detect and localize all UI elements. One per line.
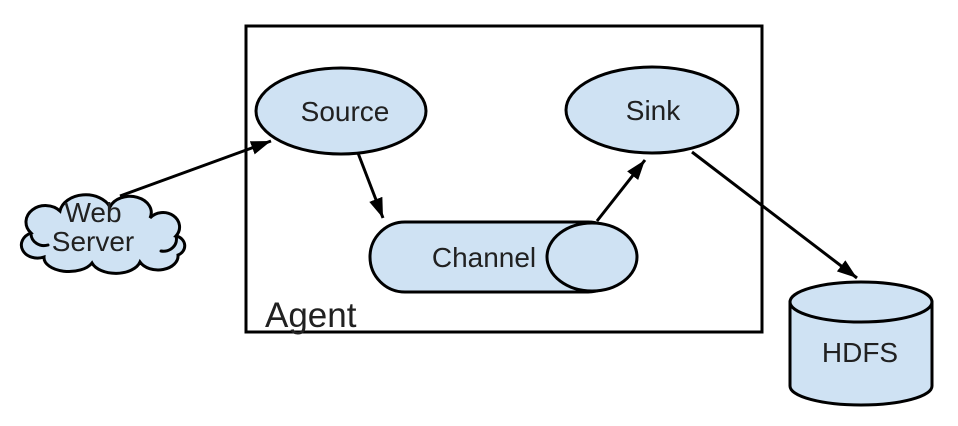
channel-label: Channel <box>432 242 536 273</box>
hdfs-cylinder-body <box>788 300 934 407</box>
sink-ellipse <box>564 65 740 155</box>
source-ellipse <box>254 66 428 156</box>
agent-box <box>244 24 764 334</box>
web-server-node: Web Server <box>19 193 187 275</box>
channel-node: Channel <box>368 220 639 294</box>
cloud-curl-right <box>159 234 178 253</box>
source-node: Source <box>254 66 428 156</box>
cloud-icon <box>19 193 187 275</box>
agent-label: Agent <box>265 296 357 335</box>
hdfs-label: HDFS <box>822 337 898 368</box>
hdfs-node: HDFS <box>788 280 934 407</box>
edge-web-server-to-source <box>119 139 272 198</box>
web-server-label-line1: Web <box>64 197 121 228</box>
channel-end-ellipse <box>545 221 639 293</box>
edge-sink-to-hdfs <box>691 150 858 280</box>
cloud-curl-left <box>29 232 50 248</box>
edge-source-to-channel <box>356 152 385 219</box>
agent-container: Agent <box>244 24 764 335</box>
sink-label: Sink <box>626 95 681 126</box>
hdfs-cylinder-top <box>788 280 934 324</box>
edge-channel-to-sink <box>595 159 647 222</box>
web-server-label-line2: Server <box>52 226 134 257</box>
source-label: Source <box>301 96 390 127</box>
sink-node: Sink <box>564 65 740 155</box>
cloud-shape <box>19 193 187 275</box>
